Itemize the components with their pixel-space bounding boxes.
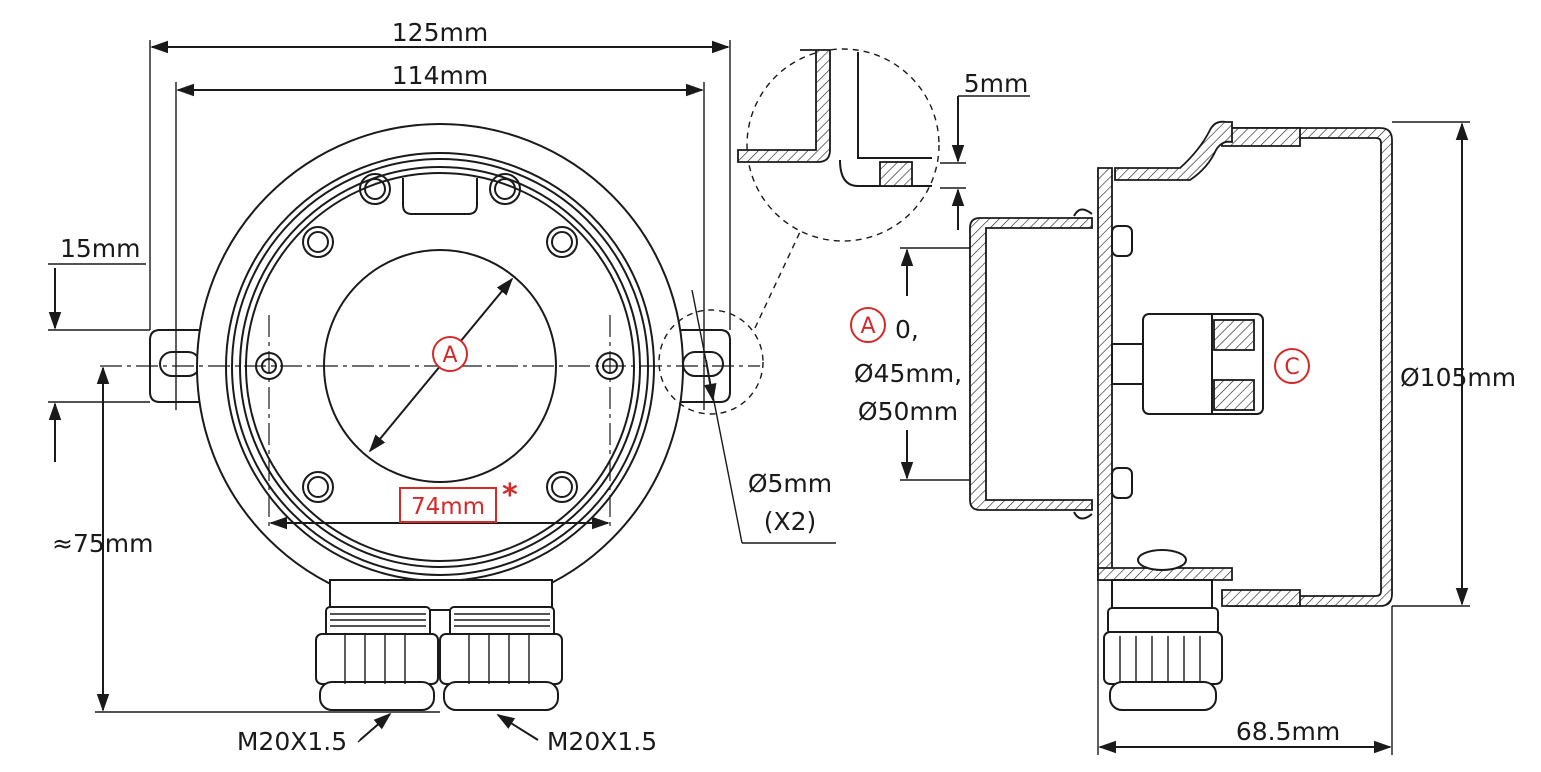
dim-mount-hole-count: (X2) — [764, 507, 817, 536]
hole-spacing-asterisk: * — [502, 478, 518, 513]
dim-diameter: Ø105mm — [1400, 363, 1516, 392]
detail-marker-circle — [658, 309, 764, 415]
callout-c-circle — [1274, 348, 1310, 384]
callout-a-side-circle — [850, 307, 886, 343]
opening-size-line1: 0, — [895, 315, 919, 344]
callout-c: C — [1284, 355, 1299, 380]
dim-center-height: ≈75mm — [52, 529, 153, 558]
front-view — [48, 40, 836, 743]
dim-hole-spacing: 74mm — [411, 494, 485, 520]
detail-view — [737, 48, 1030, 242]
cable-glands — [315, 579, 563, 711]
opening-size-line3: Ø50mm — [858, 397, 958, 426]
dim-flange-height: 15mm — [60, 234, 141, 263]
dim-mount-width: 114mm — [392, 61, 488, 90]
hole-spacing-box — [399, 487, 497, 523]
dim-detail-thickness: 5mm — [964, 69, 1029, 98]
gland-left-label: M20X1.5 — [237, 727, 347, 756]
callout-a-front-circle — [432, 336, 468, 372]
top-tab — [402, 178, 478, 215]
dim-depth: 68.5mm — [1236, 717, 1340, 746]
detail-circle — [746, 48, 940, 242]
opening-size-line2: Ø45mm, — [854, 359, 962, 388]
gland-right-label: M20X1.5 — [547, 727, 657, 756]
left-mount-slot — [159, 351, 201, 377]
screw-bosses — [302, 173, 578, 503]
right-mount-slot — [682, 351, 724, 377]
side-cable-gland — [1103, 579, 1223, 711]
callout-a-side: A — [860, 314, 875, 339]
mounting-flange — [149, 329, 731, 403]
housing-rim-4 — [239, 166, 641, 568]
front-cap — [969, 217, 1093, 511]
housing-rim-3 — [231, 158, 649, 576]
housing-rim-5 — [245, 172, 635, 562]
dim-mount-hole: Ø5mm — [748, 469, 832, 498]
dim-overall-width: 125mm — [392, 18, 488, 47]
callout-a-front: A — [442, 343, 457, 368]
side-view — [900, 120, 1470, 755]
